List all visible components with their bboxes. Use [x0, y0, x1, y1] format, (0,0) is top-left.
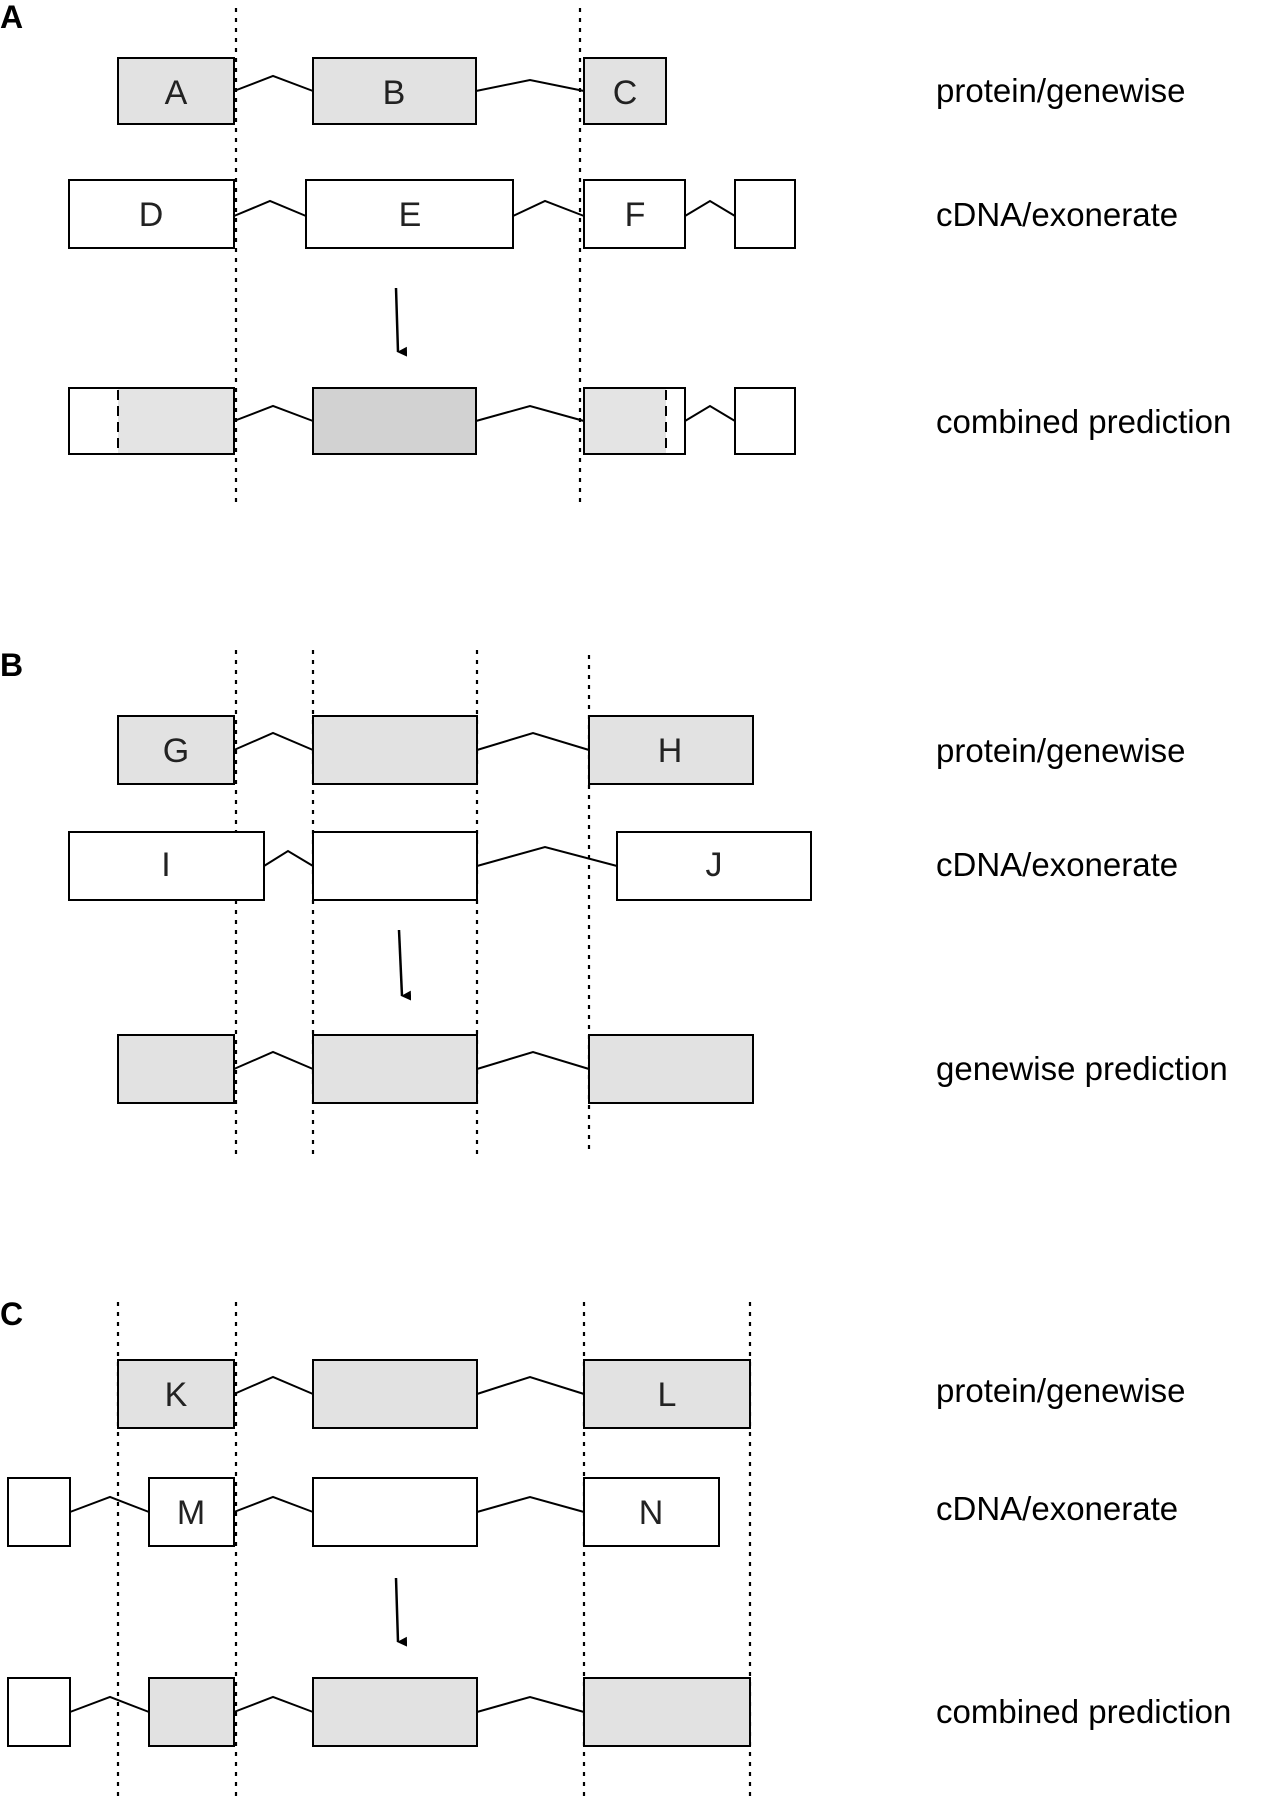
panel-label-b: B [0, 647, 23, 683]
row-label-combined-prediction: combined prediction [936, 1693, 1231, 1730]
exon-label-b: B [383, 74, 406, 112]
intron-line [476, 1050, 590, 1070]
intron-line [475, 404, 585, 422]
row-label-protein-genewise: protein/genewise [936, 72, 1186, 109]
row-label-cdna-exonerate: cDNA/exonerate [936, 196, 1178, 233]
down-arrow-icon [397, 929, 412, 1001]
exon-utr-part [69, 388, 118, 454]
intron-line [476, 731, 590, 751]
exon-unlabeled [734, 179, 796, 249]
exon-combined-core [312, 387, 477, 455]
panel-b: B G H I J [0, 647, 1228, 1155]
exon-d [68, 179, 235, 249]
cdna-exonerate-track: I J [68, 831, 812, 901]
exon-label-k: K [165, 1376, 188, 1414]
intron-line [684, 404, 736, 422]
down-arrow-icon [394, 1577, 408, 1647]
exon-label-h: H [658, 732, 683, 770]
exon-unlabeled [312, 831, 478, 901]
genewise-prediction-track [117, 1034, 754, 1104]
exon-label-l: L [658, 1376, 677, 1414]
intron-line [233, 199, 307, 217]
intron-line [69, 1495, 150, 1513]
combined-prediction-track [68, 387, 796, 455]
exon-coding-part [118, 388, 234, 454]
row-label-protein-genewise: protein/genewise [936, 1372, 1186, 1409]
exon-label-g: G [163, 732, 189, 770]
intron-line [233, 74, 314, 92]
exon-prediction [588, 1034, 754, 1104]
exon-label-e: E [399, 196, 422, 234]
intron-line [476, 845, 618, 867]
panel-label-c: C [0, 1296, 23, 1332]
row-label-cdna-exonerate: cDNA/exonerate [936, 846, 1178, 883]
intron-line [476, 1695, 585, 1713]
exon-utr-part [666, 388, 685, 454]
panel-label-a: A [0, 0, 23, 35]
intron-line [233, 404, 314, 422]
protein-genewise-track: K L [117, 1359, 751, 1429]
exon-unlabeled [312, 1359, 478, 1429]
exon-l [583, 1359, 751, 1429]
exon-label-f: F [625, 196, 646, 234]
intron-line [233, 1375, 314, 1395]
protein-genewise-track: A B C [117, 57, 667, 125]
exon-b [312, 57, 477, 125]
intron-line [475, 78, 585, 92]
intron-line [233, 1695, 314, 1713]
intron-line [476, 1375, 585, 1395]
exon-c [583, 57, 667, 125]
exon-label-n: N [639, 1494, 664, 1532]
row-label-protein-genewise: protein/genewise [936, 732, 1186, 769]
down-arrow-icon [394, 287, 408, 357]
intron-line [263, 849, 314, 867]
combined-prediction-track [7, 1677, 751, 1747]
exon-unlabeled [734, 387, 796, 455]
cdna-exonerate-track: D E F [68, 179, 796, 249]
intron-line [476, 1495, 585, 1513]
exon-prediction [312, 1034, 478, 1104]
intron-line [233, 1050, 314, 1070]
exon-label-d: D [139, 196, 164, 234]
exon-unlabeled [312, 715, 478, 785]
exon-prediction [117, 1034, 235, 1104]
exon-unlabeled [312, 1477, 478, 1547]
row-label-cdna-exonerate: cDNA/exonerate [936, 1490, 1178, 1527]
exon-f [583, 179, 686, 249]
panel-c: C K L M N [0, 1296, 1231, 1800]
exon-k [117, 1359, 235, 1429]
row-label-combined-prediction: combined prediction [936, 403, 1231, 440]
intron-line [69, 1695, 150, 1713]
exon-prediction [583, 1677, 751, 1747]
exon-prediction [312, 1677, 478, 1747]
exon-label-m: M [177, 1494, 205, 1532]
protein-genewise-track: G H [117, 715, 754, 785]
exon-unlabeled [7, 1477, 71, 1547]
exon-label-i: I [161, 846, 170, 884]
intron-line [233, 1495, 314, 1513]
exon-label-a: A [165, 74, 188, 112]
exon-label-c: C [613, 74, 638, 112]
exon-e [305, 179, 514, 249]
intron-line [684, 199, 736, 217]
exon-prediction [148, 1677, 235, 1747]
exon-j [616, 831, 812, 901]
panel-a: A A B C D E F [0, 0, 1231, 508]
row-label-genewise-prediction: genewise prediction [936, 1050, 1228, 1087]
intron-line [233, 731, 314, 751]
exon-coding-part [584, 388, 666, 454]
cdna-exonerate-track: M N [7, 1477, 720, 1547]
exon-a [117, 57, 235, 125]
exon-label-j: J [706, 846, 723, 884]
exon-utr [7, 1677, 71, 1747]
exon-i [68, 831, 265, 901]
intron-line [512, 199, 585, 217]
exon-g [117, 715, 235, 785]
